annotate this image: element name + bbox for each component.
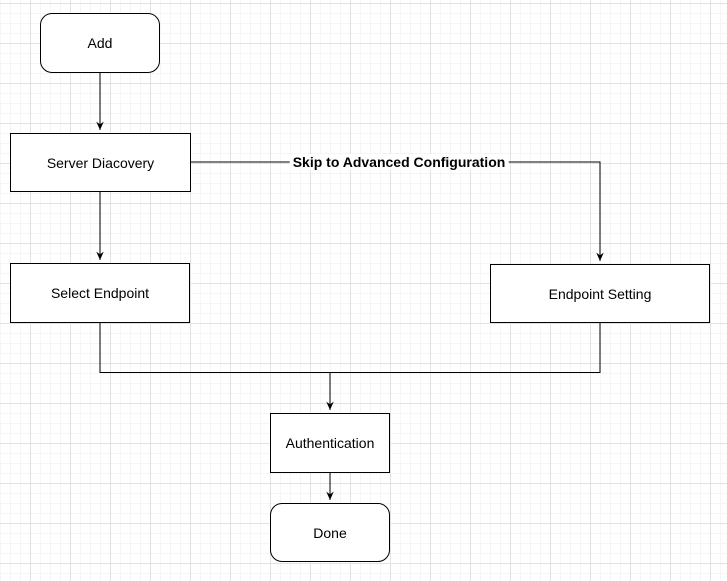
node-server-discovery[interactable]: Server Diacovery <box>10 133 191 192</box>
edge-label-skip-to-advanced-configuration[interactable]: Skip to Advanced Configuration <box>289 154 509 170</box>
node-select-endpoint[interactable]: Select Endpoint <box>10 263 190 323</box>
edge-skip-to-endpoint-setting[interactable] <box>191 161 604 261</box>
node-endpoint-setting-label: Endpoint Setting <box>548 285 652 302</box>
node-add-label: Add <box>87 35 113 51</box>
node-endpoint-setting[interactable]: Endpoint Setting <box>490 264 710 323</box>
node-add[interactable]: Add <box>40 13 160 73</box>
node-select-endpoint-label: Select Endpoint <box>50 285 150 301</box>
node-server-discovery-label: Server Diacovery <box>46 154 155 171</box>
node-done-label: Done <box>313 524 347 541</box>
node-authentication-label: Authentication <box>285 435 375 451</box>
node-done[interactable]: Done <box>270 503 390 562</box>
node-authentication[interactable]: Authentication <box>270 413 390 473</box>
edge-merge-select-and-endpoint-setting[interactable] <box>99 323 601 373</box>
